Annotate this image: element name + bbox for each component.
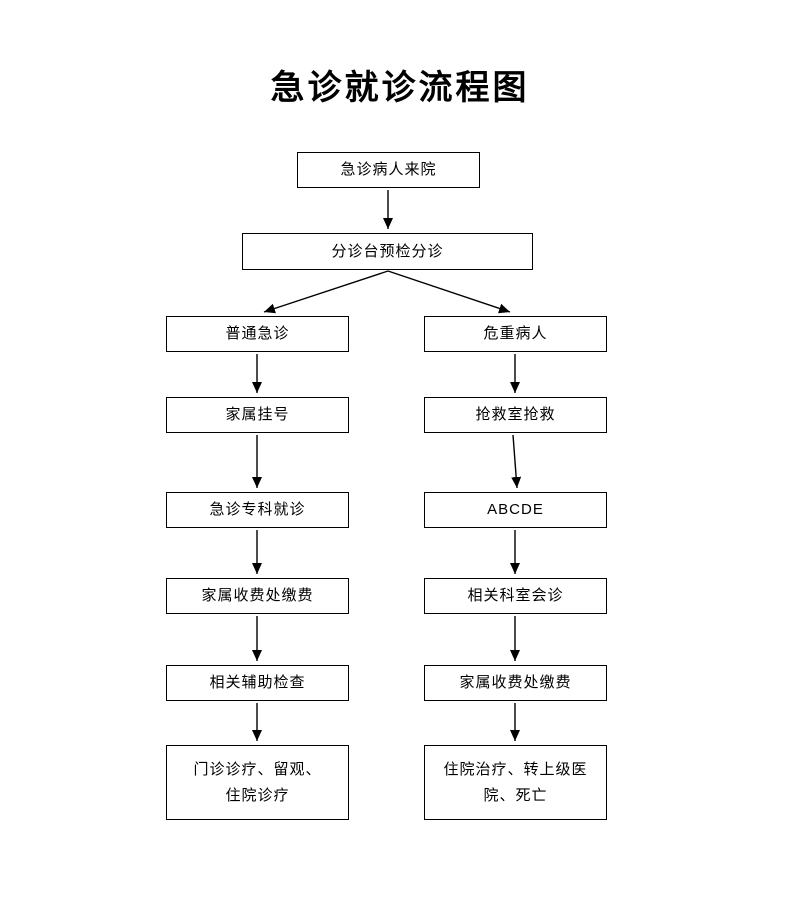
flow-box-left-payment: 家属收费处缴费 bbox=[166, 578, 349, 614]
flow-box-left-auxiliary-exams: 相关辅助检查 bbox=[166, 665, 349, 701]
flow-box-left-outcome: 门诊诊疗、留观、 住院诊疗 bbox=[166, 745, 349, 820]
flow-box-right-outcome: 住院治疗、转上级医 院、死亡 bbox=[424, 745, 607, 820]
flow-box-left-family-registration: 家属挂号 bbox=[166, 397, 349, 433]
flow-box-right-critical-patient: 危重病人 bbox=[424, 316, 607, 352]
flow-box-left-specialist-visit: 急诊专科就诊 bbox=[166, 492, 349, 528]
arrow-triage-to-right bbox=[387, 270, 511, 314]
flow-box-right-payment: 家属收费处缴费 bbox=[424, 665, 607, 701]
flow-box-left-ordinary-emergency: 普通急诊 bbox=[166, 316, 349, 352]
flow-box-triage: 分诊台预检分诊 bbox=[242, 233, 533, 270]
flow-box-right-rescue-room: 抢救室抢救 bbox=[424, 397, 607, 433]
arrow-triage-to-left bbox=[263, 270, 389, 314]
flow-box-start: 急诊病人来院 bbox=[297, 152, 480, 188]
page-title: 急诊就诊流程图 bbox=[270, 70, 530, 107]
flow-box-right-abcde: ABCDE bbox=[424, 492, 607, 528]
flow-box-right-consultation: 相关科室会诊 bbox=[424, 578, 607, 614]
arrow-right-1-2 bbox=[511, 434, 522, 489]
